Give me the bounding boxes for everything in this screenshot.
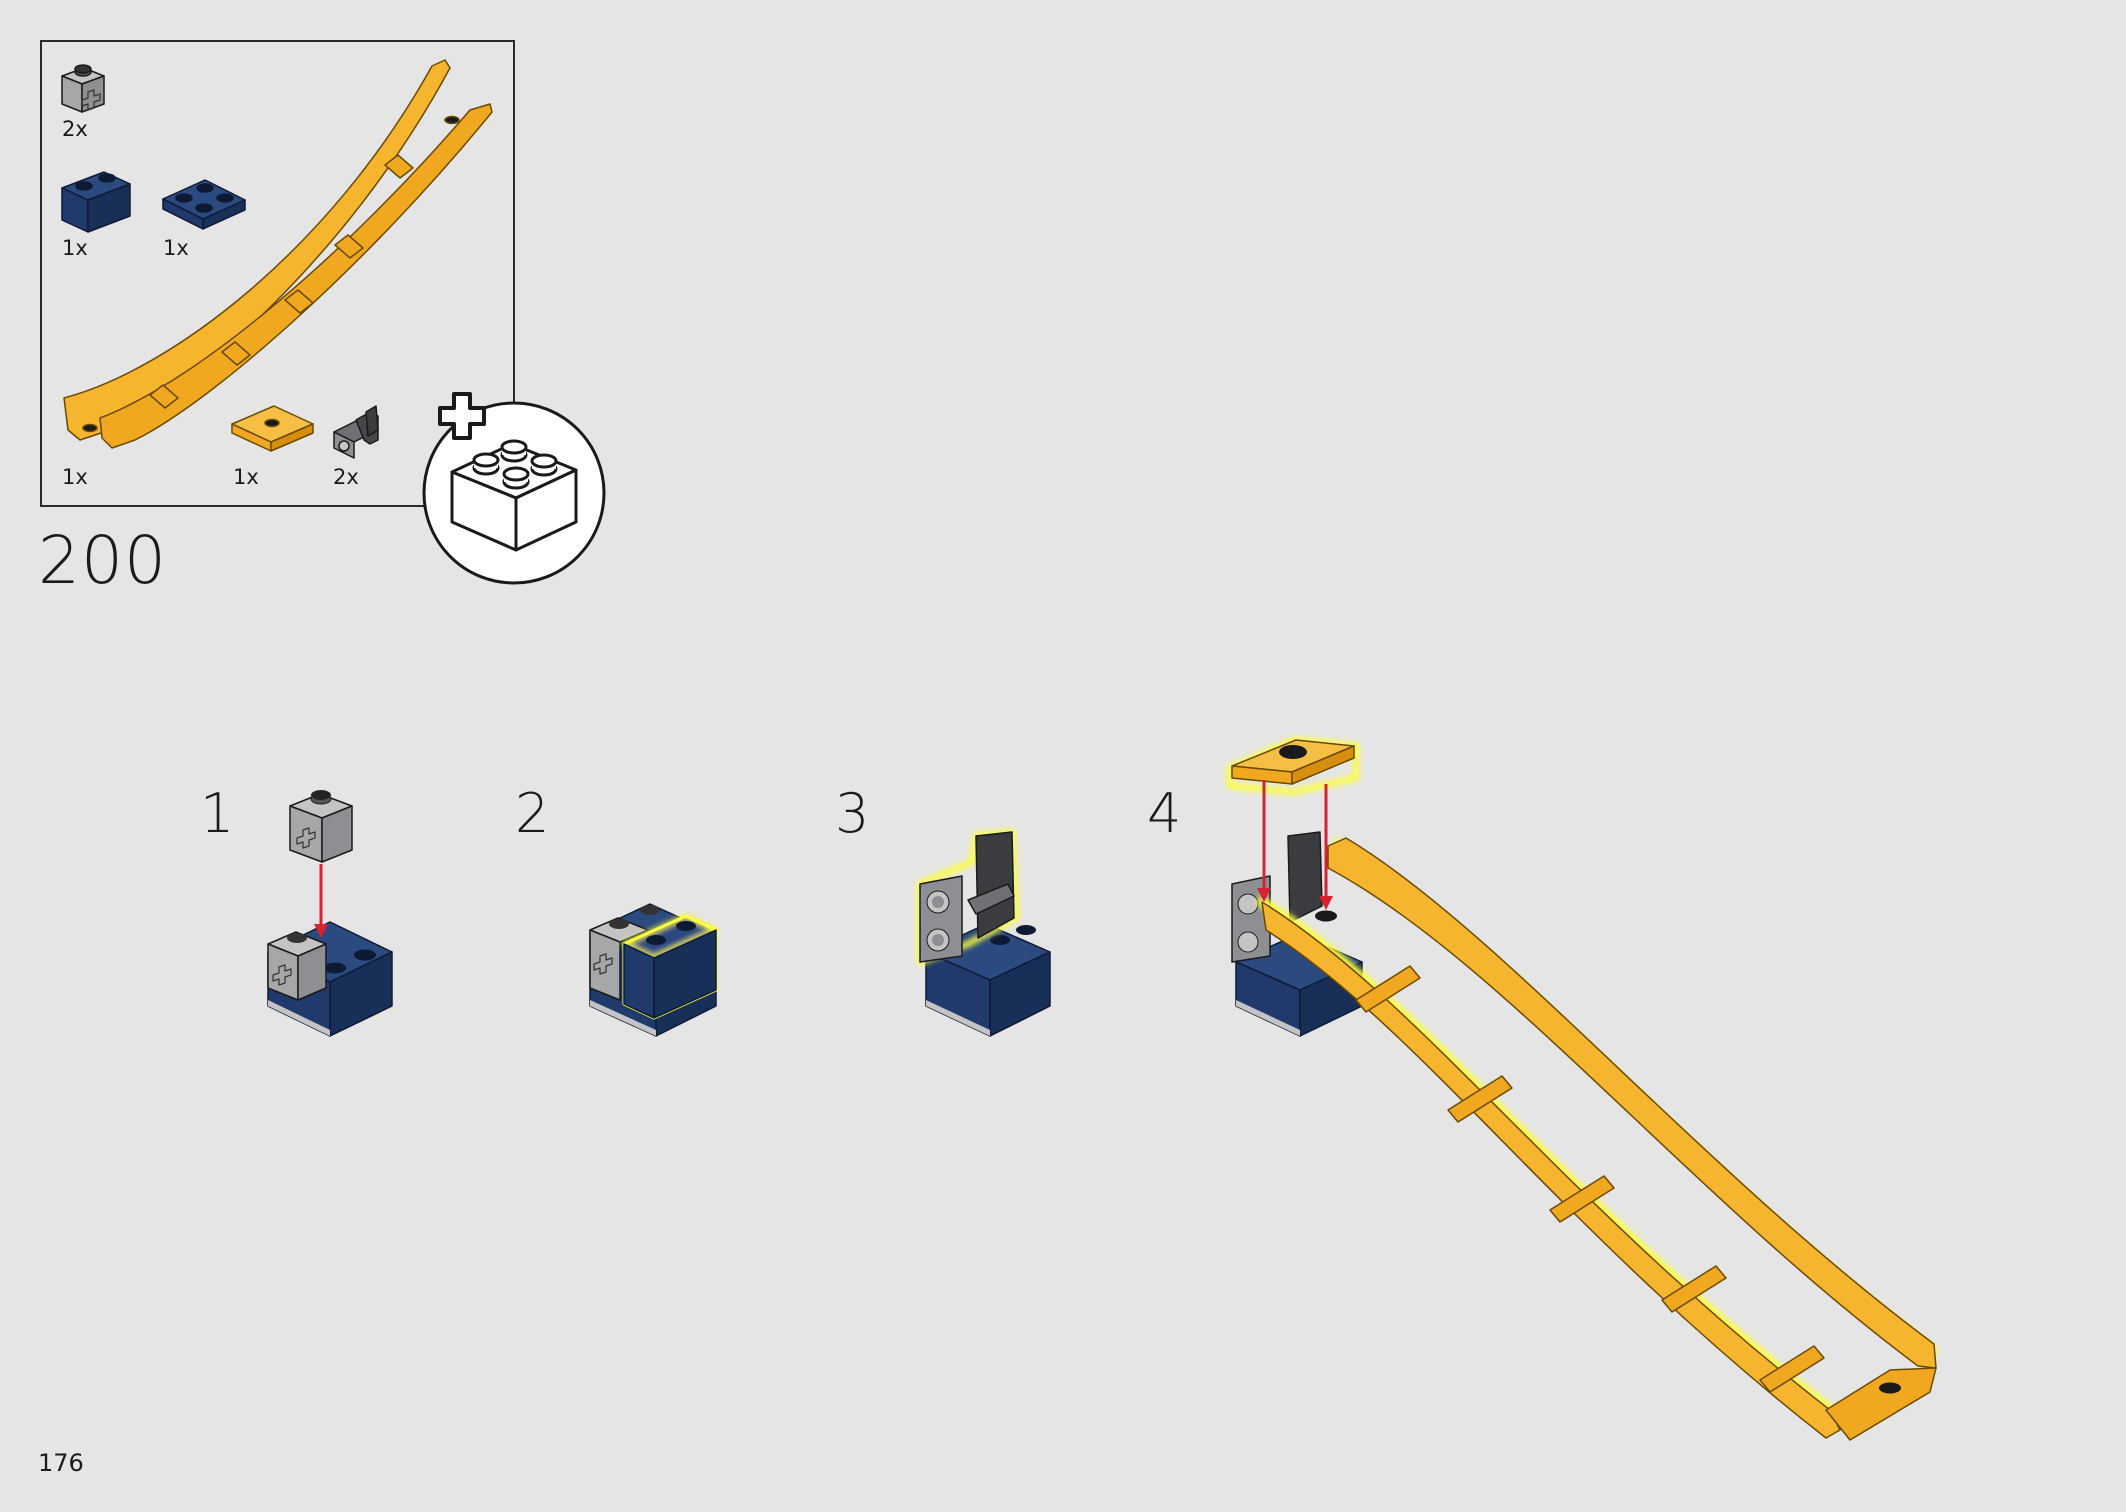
blue-plate-part-icon (162, 179, 246, 230)
part-qty-blue-brick: 1x (62, 236, 88, 260)
substep-number-3: 3 (835, 782, 870, 845)
part-qty-gray-bracket: 2x (333, 465, 359, 489)
substep-4-illustration (1227, 737, 1937, 1441)
part-qty-gray-brick: 2x (62, 117, 88, 141)
plus-brick-icon (422, 392, 606, 585)
gray-technic-brick-part-icon (61, 64, 105, 113)
part-qty-orange-rail: 1x (62, 465, 88, 489)
substep-3-illustration (917, 829, 1051, 1037)
parts-list-box (40, 40, 515, 507)
part-qty-blue-plate: 1x (163, 236, 189, 260)
substep-1-illustration (267, 790, 393, 1037)
substep-2-illustration (589, 903, 718, 1037)
substep-number-2: 2 (515, 782, 550, 845)
substep-number-1: 1 (200, 782, 235, 845)
step-number: 200 (38, 522, 167, 599)
page-number: 176 (38, 1449, 84, 1477)
part-qty-orange-tile: 1x (233, 465, 259, 489)
orange-tile-part-icon (231, 405, 314, 452)
substep-number-4: 4 (1147, 782, 1182, 845)
orange-rail-part-icon (63, 59, 493, 449)
blue-brick-part-icon (61, 171, 131, 233)
gray-bracket-part-icon (333, 405, 379, 459)
